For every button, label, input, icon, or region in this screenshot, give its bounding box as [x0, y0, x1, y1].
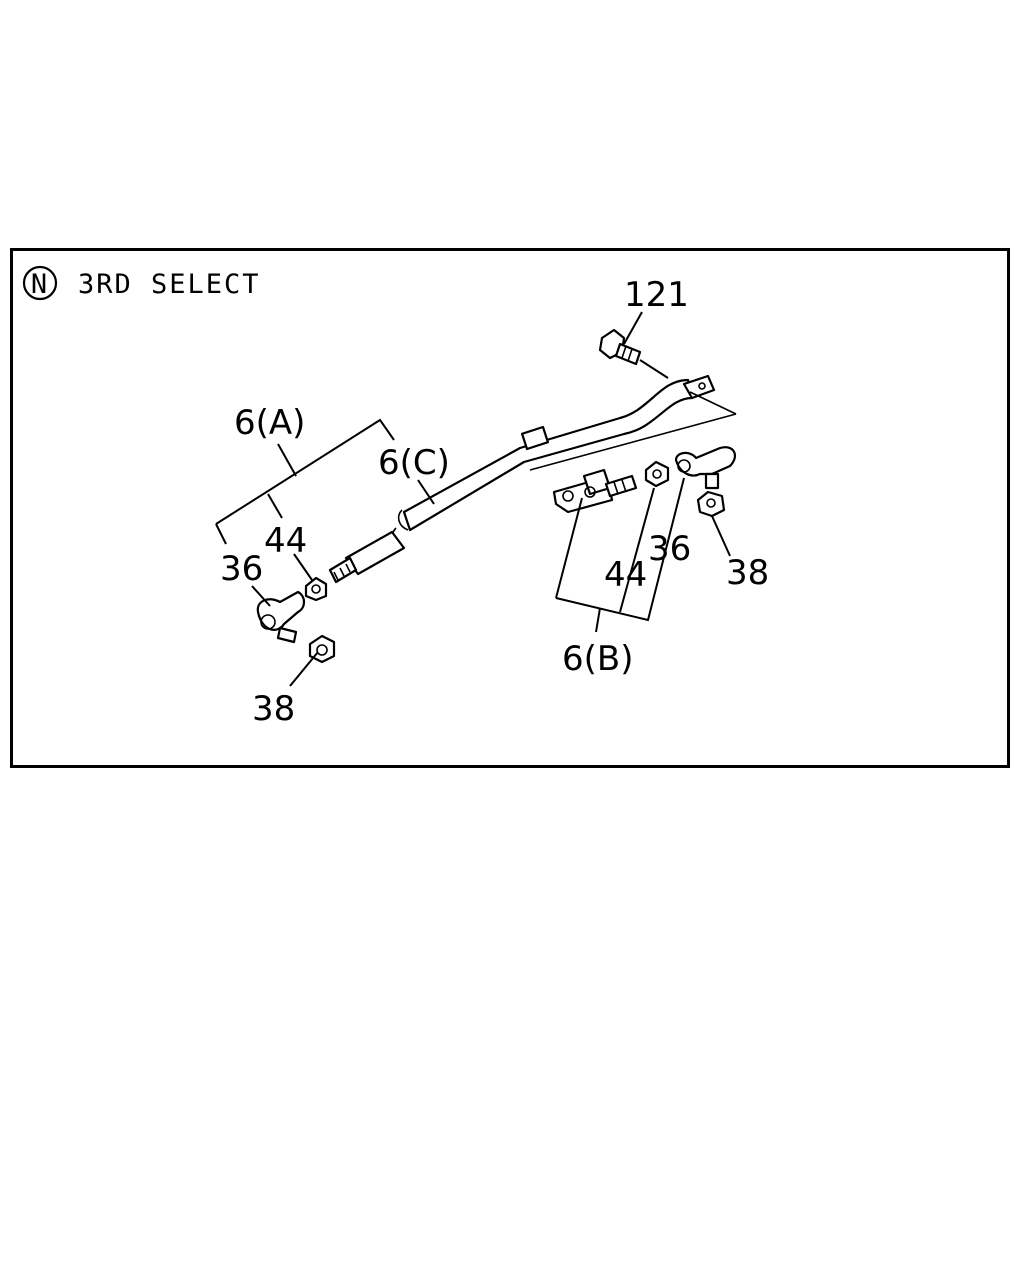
bolt-121 [598, 328, 669, 379]
callout-labels: 121 6(A) 6(C) 44 36 38 44 36 38 6(B) [220, 275, 769, 729]
callout-38-right: 38 [726, 553, 769, 593]
nut-44-left [304, 576, 328, 602]
nut-38-right [696, 490, 726, 518]
header-title: 3RD SELECT [78, 269, 261, 300]
ball-joint-36-right [674, 446, 737, 490]
header-badge-letter: N [31, 269, 49, 300]
callout-6c: 6(C) [378, 443, 450, 483]
callout-44-right: 44 [604, 555, 647, 595]
leader-lines [215, 311, 731, 687]
bracket-assembly-6b [529, 391, 737, 514]
cable-end-rod-left [328, 530, 406, 584]
diagram-frame [10, 248, 1010, 768]
callout-121: 121 [624, 275, 689, 315]
callout-6b: 6(B) [562, 639, 634, 679]
cable-clip [520, 425, 550, 451]
callout-44-left: 44 [264, 521, 307, 561]
callout-36-left: 36 [220, 549, 263, 589]
callout-36-right: 36 [648, 529, 691, 569]
callout-38-left: 38 [252, 689, 295, 729]
header-badge-circle [22, 265, 58, 301]
callout-6a: 6(A) [234, 403, 305, 443]
nut-44-right [644, 460, 670, 488]
select-cable [391, 374, 716, 547]
header: N 3RD SELECT [22, 265, 261, 301]
